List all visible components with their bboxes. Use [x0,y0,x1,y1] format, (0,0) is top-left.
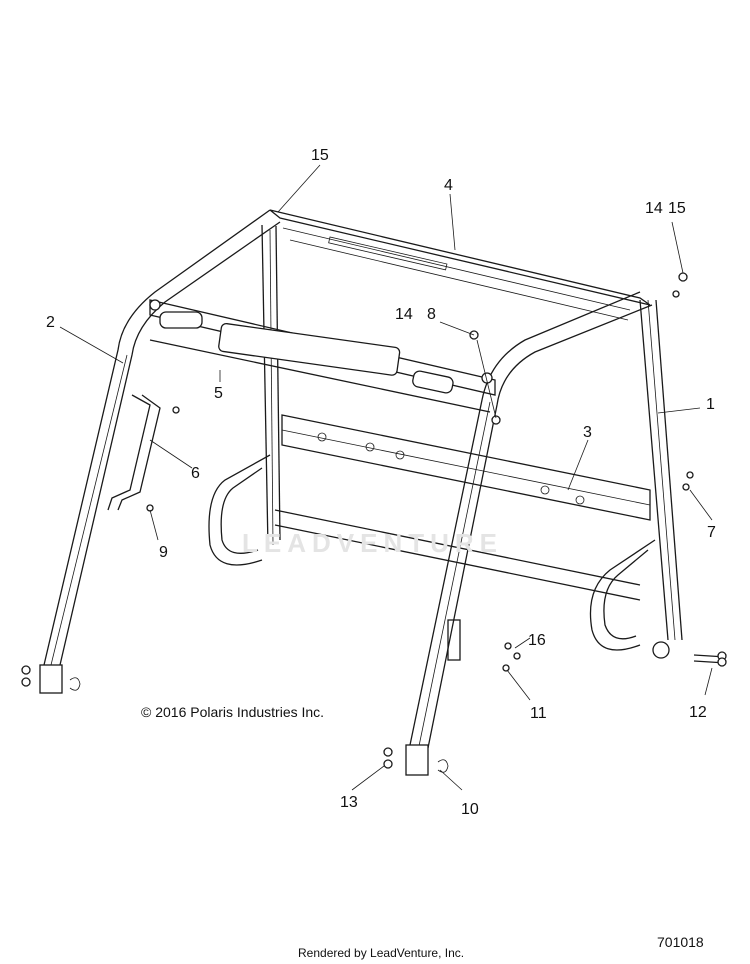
washer-7-b [682,483,690,491]
left-bed-loop [208,454,271,566]
right-bed-loop [589,539,656,651]
leadventure-watermark: LEADVENTURE [242,528,504,558]
screw-6 [172,406,180,414]
bolt-top-right-lower [672,290,680,298]
callout-11: 11 [530,705,547,722]
callout-14-center: 14 [395,306,413,323]
callout-6: 6 [191,465,200,482]
callout-8: 8 [427,306,436,323]
bed-panel [274,414,651,601]
callout-12: 12 [689,704,707,721]
rear-top-rail [269,209,651,321]
callout-14-top-right: 14 [645,200,663,217]
bolts-12 [693,651,727,667]
screw-11 [502,664,510,672]
front-crossbar [149,299,496,413]
drawing-number: 701018 [657,934,704,950]
washer-7-a [686,471,694,479]
callout-1: 1 [706,396,715,413]
callout-15-top-right: 15 [668,200,686,217]
callout-5: 5 [214,385,223,402]
mount-bracket [447,619,461,661]
bolt-14-15-top-right [678,272,688,282]
left-front-rops-tube [21,209,281,694]
render-credit: Rendered by LeadVenture, Inc. [298,946,465,960]
right-front-rops-tube [383,291,653,776]
callout-4: 4 [444,177,453,194]
leader-lines [59,164,713,791]
grab-handle [107,394,161,511]
screw-16-b [513,652,521,660]
callout-15-top: 15 [311,147,329,164]
callout-13: 13 [340,794,358,811]
callout-10: 10 [461,801,479,818]
copyright-notice: © 2016 Polaris Industries Inc. [141,704,325,720]
left-rear-upright [261,224,281,549]
screw-16-a [504,642,512,650]
callout-7: 7 [707,524,716,541]
callout-16: 16 [528,632,546,649]
callout-3: 3 [583,424,592,441]
callout-9: 9 [159,544,168,561]
callout-2: 2 [46,314,55,331]
right-rear-upright [639,299,683,659]
bolt-center-lower [491,415,501,425]
